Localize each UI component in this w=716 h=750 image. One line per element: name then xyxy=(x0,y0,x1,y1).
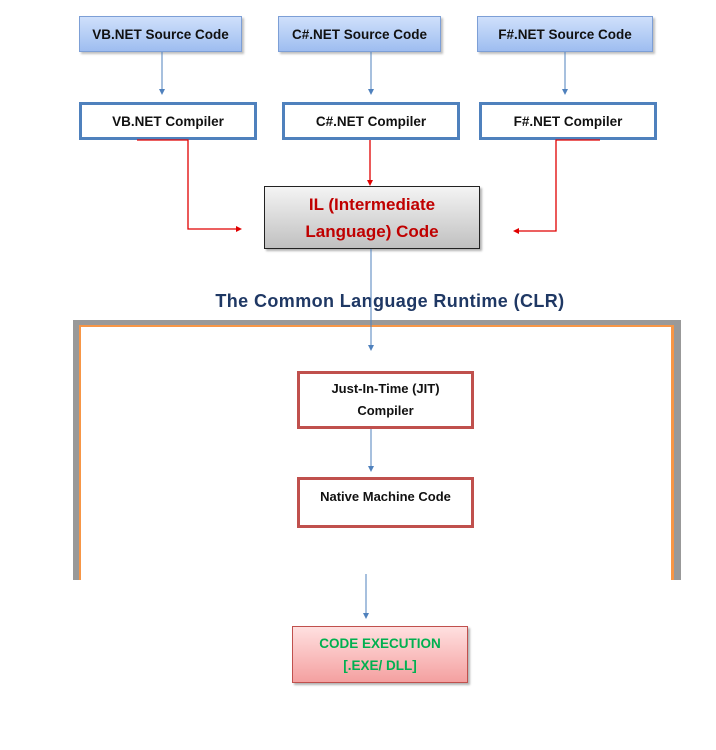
arrow-fs-compiler-to-il xyxy=(516,139,600,232)
native-machine-code-box: Native Machine Code xyxy=(297,477,474,528)
il-code-box: IL (Intermediate Language) Code xyxy=(264,186,480,249)
arrowhead-fs-source xyxy=(562,89,568,95)
fsharp-source-box: F#.NET Source Code xyxy=(477,16,653,52)
arrowhead-vb-compiler xyxy=(236,226,242,232)
csharp-compiler-box: C#.NET Compiler xyxy=(282,102,460,140)
arrowhead-jit-to-native xyxy=(368,466,374,472)
fsharp-compiler-label: F#.NET Compiler xyxy=(513,113,623,129)
code-execution-line1: CODE EXECUTION xyxy=(319,635,441,651)
fsharp-source-label: F#.NET Source Code xyxy=(498,26,632,42)
jit-compiler-box: Just-In-Time (JIT) Compiler xyxy=(297,371,474,429)
clr-frame-interior xyxy=(81,327,671,580)
csharp-source-label: C#.NET Source Code xyxy=(291,26,428,42)
code-execution-box: CODE EXECUTION [.EXE/ DLL] xyxy=(292,626,468,683)
jit-line2: Compiler xyxy=(357,403,414,418)
arrowhead-vb-source xyxy=(159,89,165,95)
native-machine-code-label: Native Machine Code xyxy=(320,489,451,504)
vbnet-source-box: VB.NET Source Code xyxy=(79,16,242,52)
il-code-line2: Language) Code xyxy=(305,221,439,241)
arrowhead-cs-source xyxy=(368,89,374,95)
code-execution-line2: [.EXE/ DLL] xyxy=(343,657,417,673)
fsharp-compiler-box: F#.NET Compiler xyxy=(479,102,657,140)
il-code-line1: IL (Intermediate xyxy=(308,194,436,214)
arrow-vb-compiler-to-il xyxy=(137,139,238,230)
arrowhead-il-to-jit xyxy=(368,345,374,351)
vbnet-compiler-label: VB.NET Compiler xyxy=(112,113,224,129)
csharp-compiler-label: C#.NET Compiler xyxy=(315,113,427,129)
arrowhead-cs-compiler xyxy=(367,180,373,186)
jit-line1: Just-In-Time (JIT) xyxy=(331,381,440,396)
arrowhead-clr-to-execution xyxy=(363,613,369,619)
csharp-source-box: C#.NET Source Code xyxy=(278,16,441,52)
clr-title: The Common Language Runtime (CLR) xyxy=(215,291,565,311)
vbnet-compiler-box: VB.NET Compiler xyxy=(79,102,257,140)
vbnet-source-label: VB.NET Source Code xyxy=(92,26,229,42)
arrowhead-fs-compiler xyxy=(513,228,519,234)
